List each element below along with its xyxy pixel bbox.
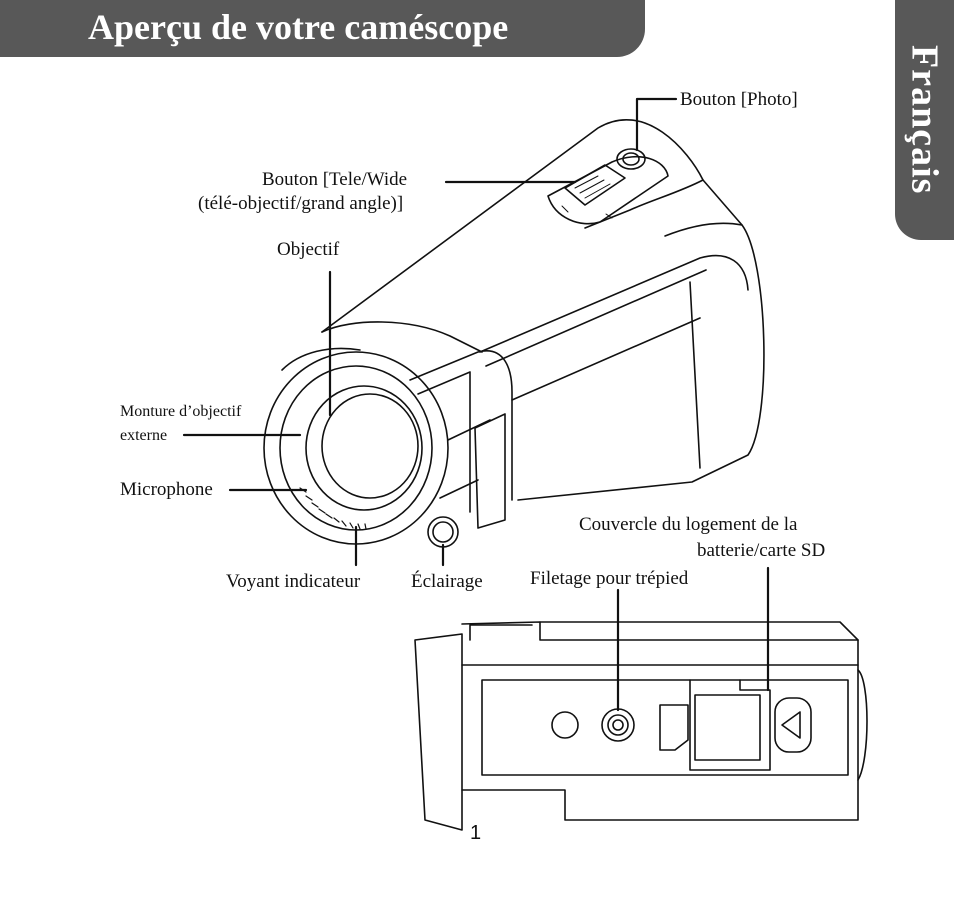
header-band: Aperçu de votre caméscope bbox=[0, 0, 645, 57]
leader-lines bbox=[182, 97, 770, 712]
label-tripod: Filetage pour trépied bbox=[530, 568, 689, 589]
light-element bbox=[427, 516, 459, 548]
page-number: 1 bbox=[470, 822, 482, 844]
label-lens-mount-line1: Monture d’objectif bbox=[120, 403, 242, 420]
label-zoom-button-line1: Bouton [Tele/Wide bbox=[262, 169, 408, 190]
page-title: Aperçu de votre caméscope bbox=[88, 7, 509, 47]
language-label: Français bbox=[903, 45, 946, 195]
camcorder-bottom-view bbox=[414, 621, 868, 831]
language-tab: Français bbox=[895, 0, 954, 240]
label-lens: Objectif bbox=[277, 239, 340, 260]
microphone-grille bbox=[299, 487, 367, 530]
label-battery-cover-line2: batterie/carte SD bbox=[697, 540, 826, 561]
label-light: Éclairage bbox=[411, 571, 483, 592]
top-controls bbox=[547, 148, 669, 225]
label-zoom-button-line2: (télé-objectif/grand angle)] bbox=[198, 193, 404, 214]
label-microphone: Microphone bbox=[120, 479, 213, 500]
label-lens-mount-line2: externe bbox=[120, 427, 168, 444]
label-photo-button: Bouton [Photo] bbox=[680, 89, 798, 110]
label-battery-cover-line1: Couvercle du logement de la bbox=[579, 514, 798, 535]
label-indicator: Voyant indicateur bbox=[226, 571, 361, 592]
camcorder-body bbox=[321, 119, 765, 529]
